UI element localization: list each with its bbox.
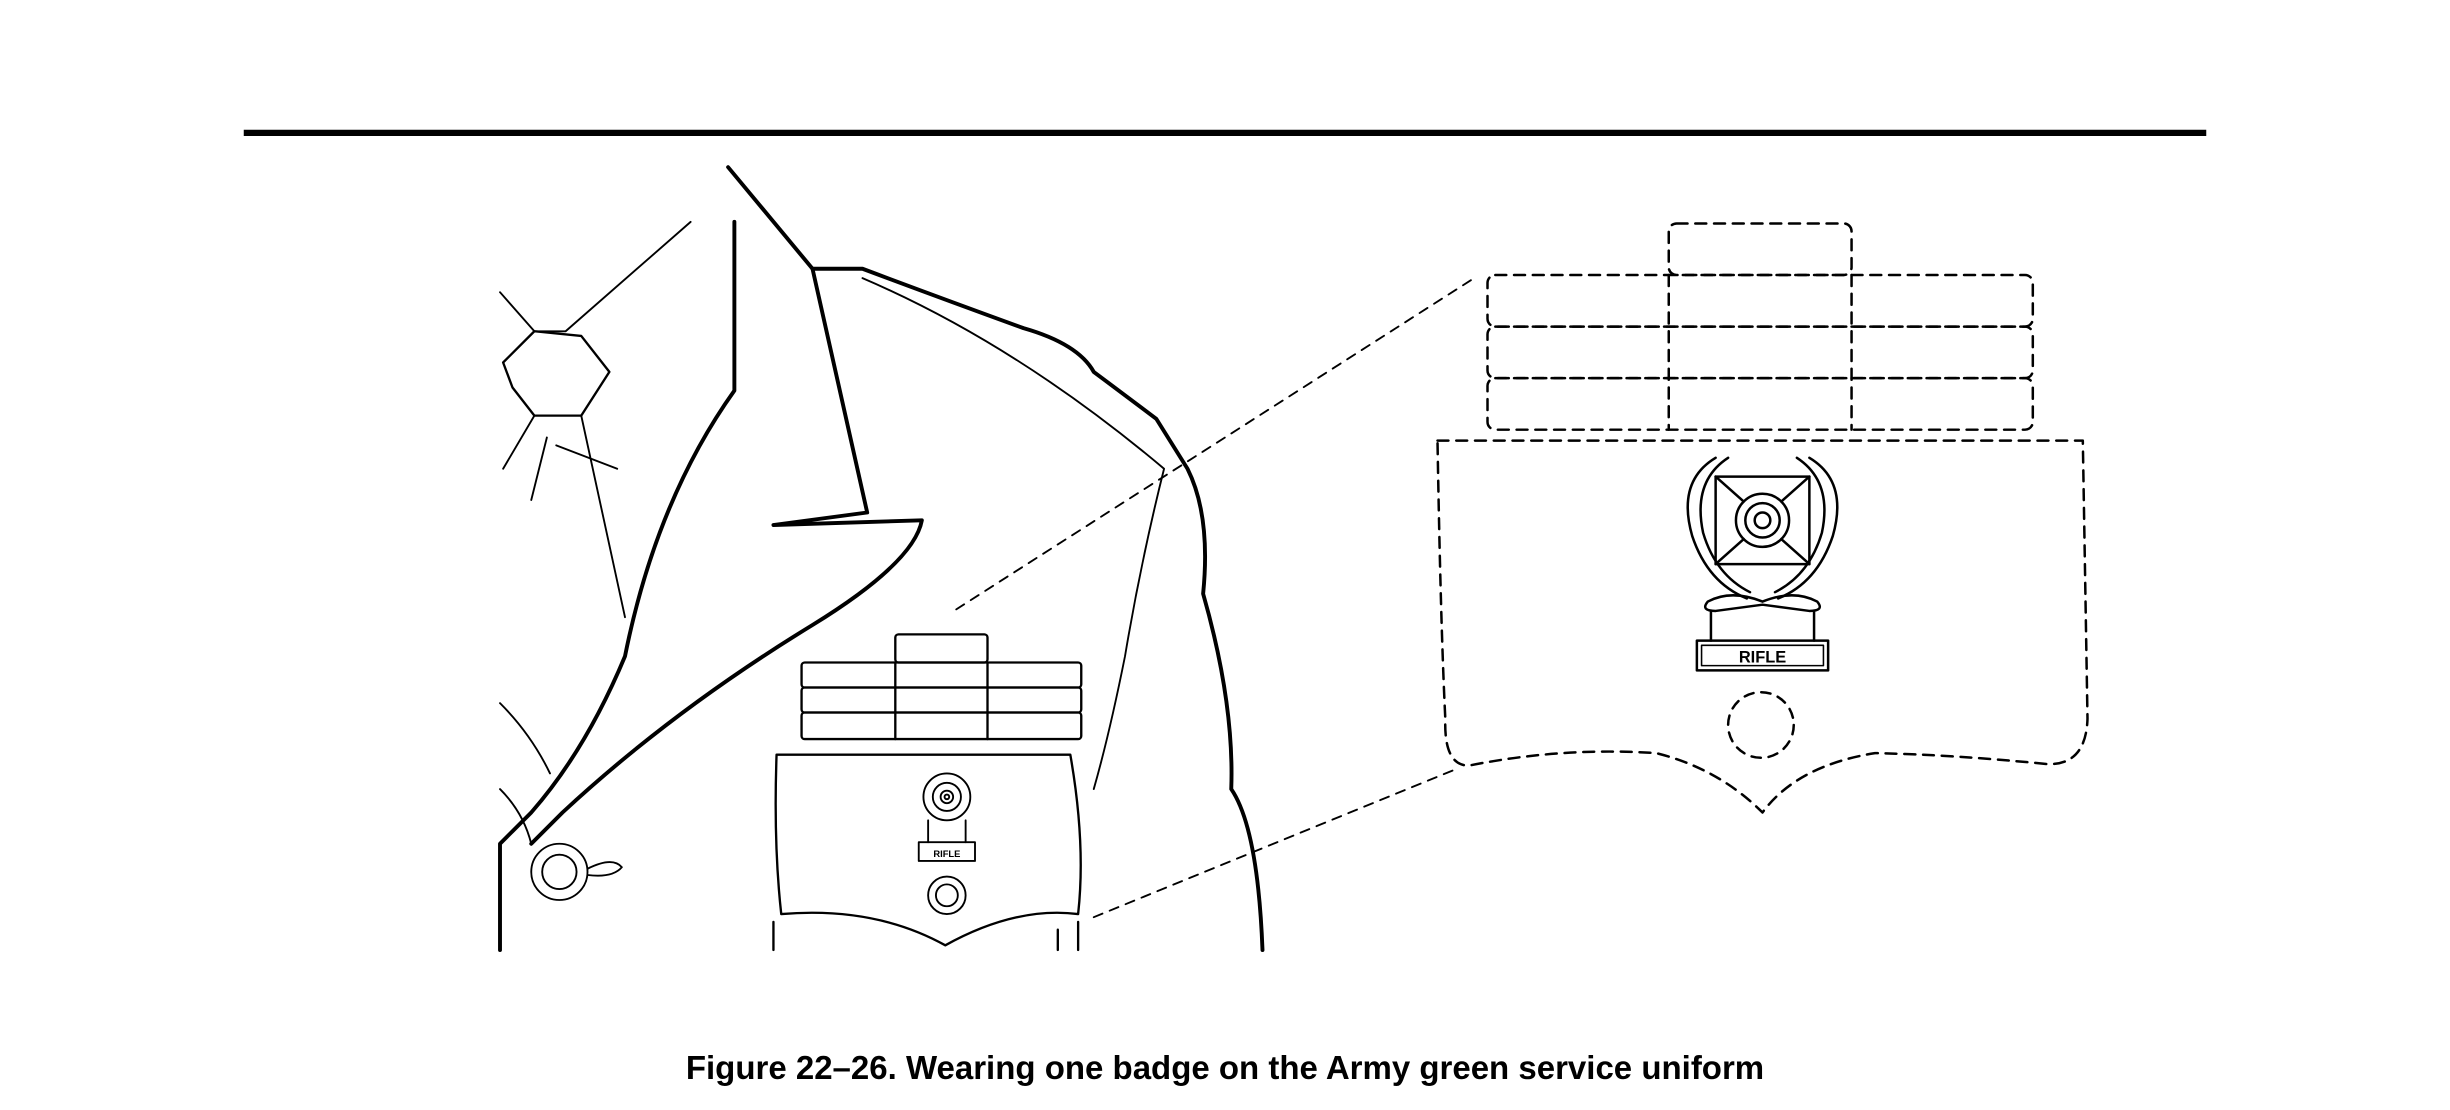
pocket-flap-enlarged bbox=[1436, 439, 2089, 814]
army-eagle-button-icon bbox=[530, 842, 967, 915]
expert-rifle-badge-icon: RIFLE bbox=[1686, 456, 1839, 672]
zoom-leader-lines bbox=[955, 275, 1478, 919]
uniform-jacket-drawing bbox=[498, 165, 1265, 952]
figure-caption: Figure 22–26. Wearing one badge on the A… bbox=[685, 1049, 1765, 1086]
badge-label-small: RIFLE bbox=[933, 849, 960, 859]
expert-rifle-badge-icon: RIFLE bbox=[917, 772, 976, 862]
pocket-flap-small bbox=[774, 753, 1082, 947]
ribbon-rack-small bbox=[800, 633, 1083, 741]
ribbon-rack-enlarged bbox=[1486, 222, 2035, 431]
button-position-marker bbox=[1726, 690, 1795, 760]
badge-label-large: RIFLE bbox=[1739, 649, 1786, 667]
